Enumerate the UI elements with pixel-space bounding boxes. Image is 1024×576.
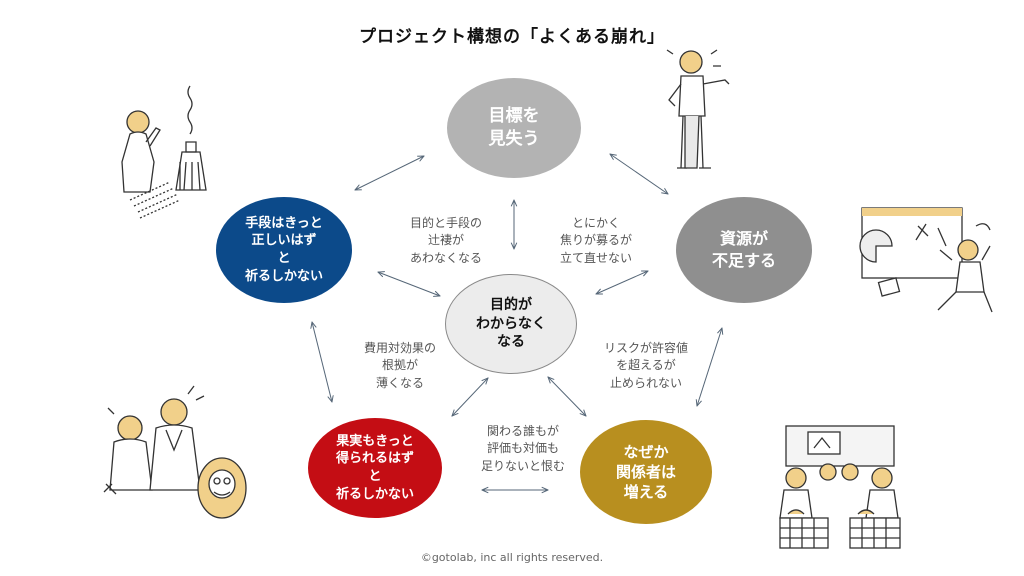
label-resentment: 関わる誰もが 評価も対価も 足りないと恨む <box>480 424 565 473</box>
arrow-top-right <box>610 154 668 194</box>
node-lose-purpose: 目的が わからなく なる <box>445 274 577 374</box>
node-more-stakeholders-label: なぜか 関係者は 増える <box>615 442 676 502</box>
node-pray-means: 手段はきっと 正しいはず と 祈るしかない <box>216 197 352 303</box>
arrow-center-bottomright <box>548 377 586 416</box>
node-lose-goal-label: 目標を 見失う <box>488 106 540 149</box>
arrow-center-bottomleft <box>452 378 488 416</box>
arrow-top-left <box>355 156 424 190</box>
praying-person-illustration <box>121 85 207 219</box>
page-title: プロジェクト構想の「よくある崩れ」 <box>359 27 665 47</box>
node-lack-resources-label: 資源が 不足する <box>711 229 776 270</box>
arrow-right-bottom <box>697 328 722 406</box>
worried-people-illustration <box>103 385 247 519</box>
stressed-person-illustration <box>859 207 993 313</box>
node-lose-goal: 目標を 見失う <box>447 78 581 178</box>
puzzled-person-illustration <box>666 49 730 169</box>
node-pray-fruit-label: 果実もきっと 得られるはず と 祈るしかない <box>335 433 414 502</box>
node-more-stakeholders: なぜか 関係者は 増える <box>580 420 712 524</box>
node-lack-resources: 資源が 不足する <box>676 197 812 303</box>
crowd-meeting-illustration <box>779 425 901 549</box>
node-pray-means-label: 手段はきっと 正しいはず と 祈るしかない <box>244 215 323 284</box>
arrow-right-center <box>596 271 648 294</box>
copyright-footer: ©gotolab, inc all rights reserved. <box>420 551 604 564</box>
label-risk: リスクが許容値 を超えるが 止められない <box>603 341 688 390</box>
node-lose-purpose-label: 目的が わからなく なる <box>476 296 546 351</box>
label-inconsistent: 目的と手段の 辻褄が あわなくなる <box>409 216 482 265</box>
node-pray-fruit: 果実もきっと 得られるはず と 祈るしかない <box>308 418 442 518</box>
arrow-left-center <box>378 272 440 296</box>
label-impatience: とにかく 焦りが募るが 立て直せない <box>559 216 632 265</box>
arrow-left-bottom <box>312 322 332 402</box>
label-cost-basis: 費用対効果の 根拠が 薄くなる <box>363 341 436 390</box>
